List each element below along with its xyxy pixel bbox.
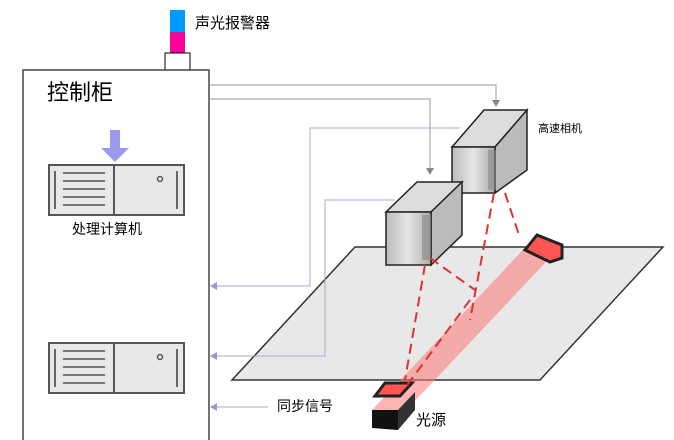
data-line-camera-2 — [210, 127, 460, 290]
camera-label: 高速相机 — [538, 122, 582, 135]
data-line-camera-1 — [210, 199, 395, 360]
alarm-light — [164, 10, 191, 71]
high-speed-camera-1 — [384, 180, 464, 267]
high-speed-camera-2 — [450, 107, 529, 195]
conveyor-plane — [230, 246, 665, 381]
computer-label: 处理计算机 — [72, 222, 142, 238]
light-source-label: 光源 — [416, 411, 447, 429]
alarm-label: 声光报警器 — [195, 14, 271, 32]
processing-computer — [48, 164, 185, 216]
control-line-camera-1 — [209, 98, 434, 175]
second-computer — [48, 342, 185, 394]
sync-signal-label: 同步信号 — [277, 399, 333, 415]
down-arrow-icon — [101, 130, 129, 162]
control-line-camera-2 — [209, 84, 500, 107]
cabinet-title: 控制柜 — [47, 81, 114, 106]
light-source-bar — [371, 233, 564, 430]
laser-paths — [404, 192, 521, 389]
